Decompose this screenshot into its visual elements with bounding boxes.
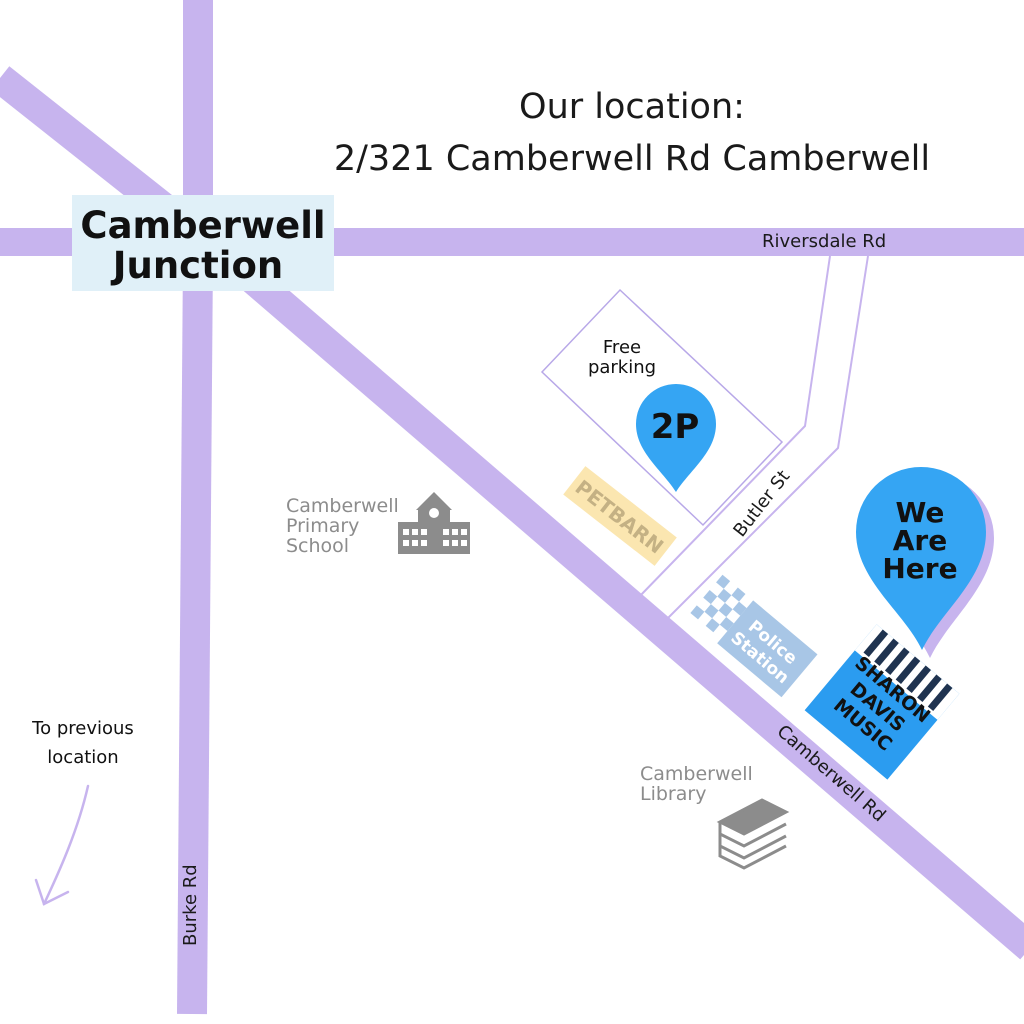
pin-label-line-2: Are — [893, 524, 947, 557]
location-pin-icon — [856, 467, 994, 658]
road-camberwell — [230, 256, 1024, 960]
school-icon — [398, 492, 470, 554]
arrow-down-icon[interactable] — [34, 784, 90, 906]
piano-keys-icon — [854, 624, 960, 720]
library-label-line-1: Camberwell — [640, 763, 753, 785]
title-line-1: Our location: — [519, 87, 745, 127]
junction-label-line-1: Camberwell — [80, 204, 325, 247]
burke-rd-label: Burke Rd — [180, 864, 201, 946]
school-label-line-3: School — [286, 535, 349, 557]
previous-location-line-2: location — [47, 747, 118, 768]
books-icon — [716, 798, 790, 870]
junction-label-bg — [72, 195, 334, 291]
parking-pin-icon — [636, 383, 716, 492]
school-label-line-1: Camberwell — [286, 495, 399, 517]
parking-label-line-1: Free — [603, 337, 641, 358]
parking-label-line-2: parking — [588, 357, 656, 378]
road-burke — [177, 254, 213, 1015]
butler-street — [637, 255, 869, 619]
police-station-sign: Police Station — [686, 574, 818, 698]
parking-badge: 2P — [651, 407, 700, 447]
pin-label-line-1: We — [896, 496, 945, 529]
riversdale-rd-label: Riversdale Rd — [762, 231, 886, 252]
previous-location-line-1: To previous — [31, 718, 134, 739]
school-label-line-2: Primary — [286, 515, 359, 537]
junction-label-line-2: Junction — [110, 244, 284, 287]
library-label-line-2: Library — [640, 783, 706, 805]
pin-label-line-3: Here — [882, 552, 957, 585]
store-sign: SHARON DAVIS MUSIC — [804, 624, 960, 780]
title-line-2: 2/321 Camberwell Rd Camberwell — [334, 139, 930, 179]
